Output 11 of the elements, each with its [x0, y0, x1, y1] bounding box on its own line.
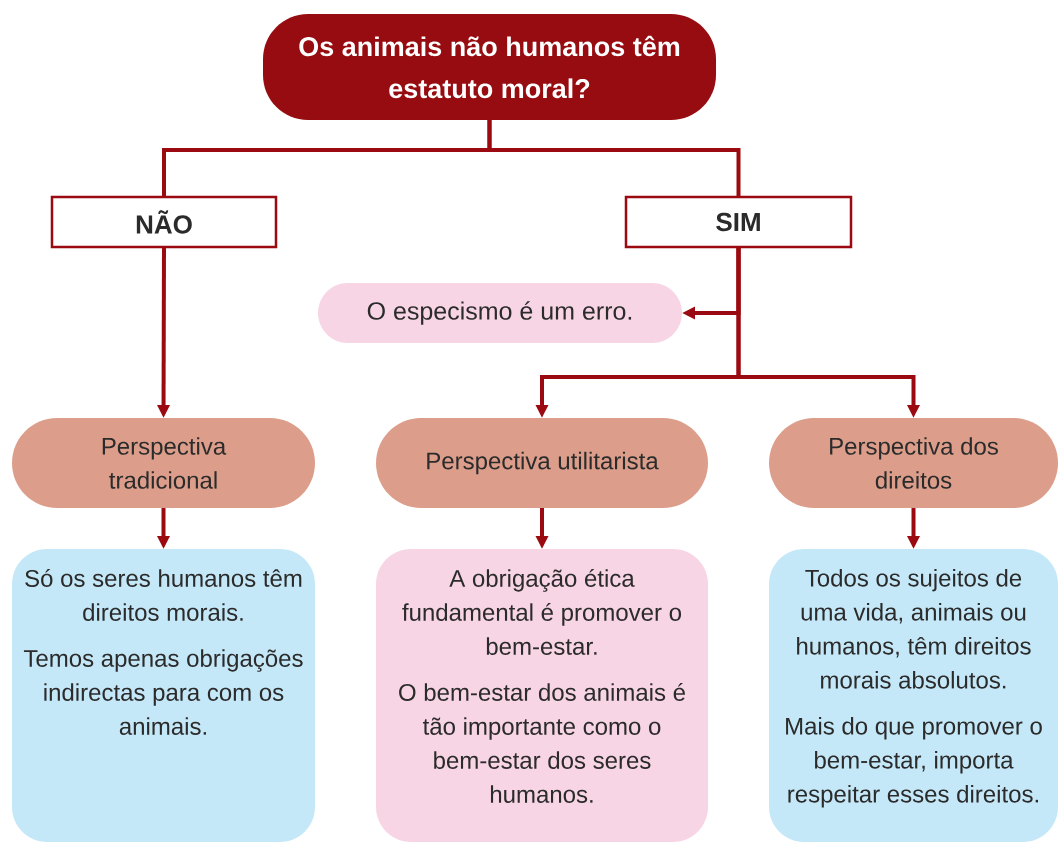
text-card: Só os seres humanos têm direitos morais. Temos apenas obrigações indirectas para com os animais.	[12, 549, 315, 842]
answer-box: SIM	[624, 195, 853, 249]
connector	[487, 120, 741, 197]
perspective-box: Perspectiva utilitarista	[376, 418, 708, 508]
perspective-box: Perspectiva tradicional	[12, 418, 315, 508]
text-card: A obrigação ética fundamental é promover o bem-estar. O bem-estar dos animais é tão importante como o bem-estar dos seres humanos.	[376, 549, 708, 842]
perspective-box: Perspectiva dos direitos	[769, 418, 1058, 508]
text-card: Todos os sujeitos de uma vida, animais ou humanos, têm direitos morais absolutos. Mais do que promover o bem-estar, importa respeitar esses direitos.	[769, 549, 1058, 842]
statement-box: O especismo é um erro.	[318, 283, 682, 343]
decision-box: Os animais não humanos têm estatuto moral?	[263, 14, 716, 120]
answer-box: NÃO	[50, 195, 278, 249]
